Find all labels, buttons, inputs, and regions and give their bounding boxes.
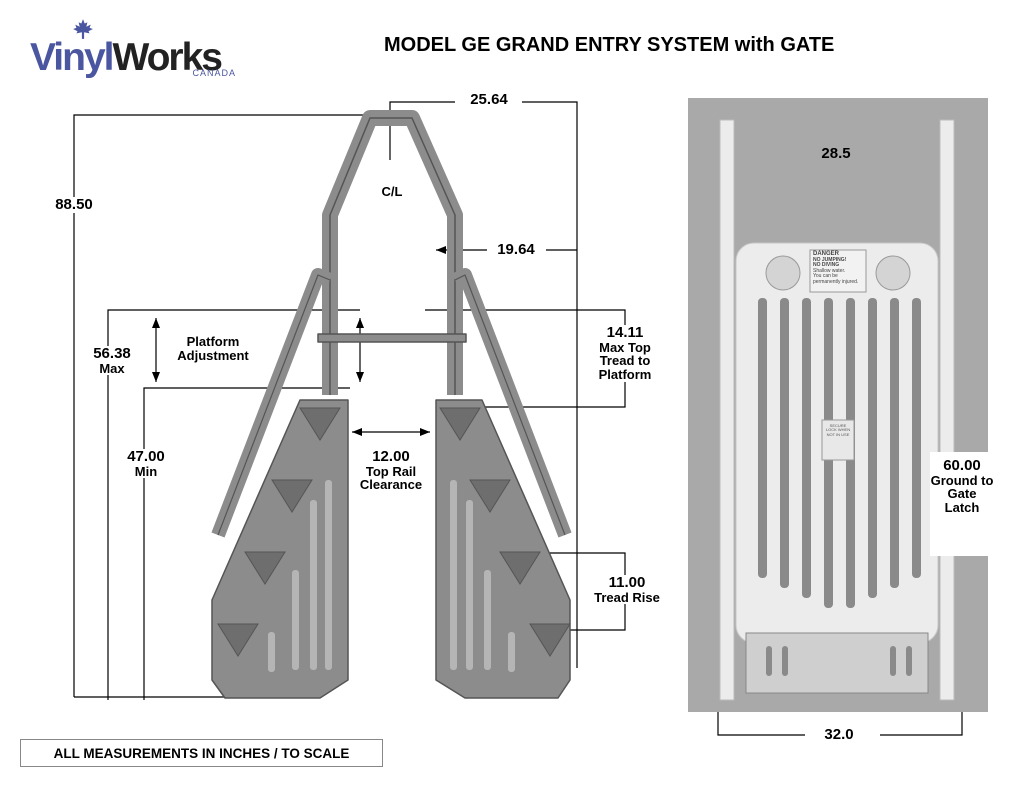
sign-line5: permanently injured. [813,278,859,285]
ladder-treads [217,407,571,657]
dim-gate-latch-label: Ground to Gate Latch [930,472,994,516]
gate-illustration [719,119,955,701]
page-title: MODEL GE GRAND ENTRY SYSTEM with GATE [384,34,835,56]
panel-slots [268,480,515,672]
dim-min-height: 47.00 Min [118,448,174,479]
dimension-arrowheads [152,246,446,436]
dim-max-top-value: 14.11 [606,324,644,341]
dim-overall-height: 88.50 [44,197,104,213]
sign-heading: DANGER [813,251,840,257]
dim-max-height-label: Max [99,360,125,376]
vinylworks-logo: VinylWorks CANADA [28,18,242,80]
maple-leaf-icon [73,19,93,39]
dim-base-width: 32.0 [808,727,870,743]
measurement-note: ALL MEASUREMENTS IN INCHES / TO SCALE [20,739,383,767]
dim-clearance-label: Top Rail Clearance [359,463,423,493]
dim-offset: 19.64 [488,242,544,258]
dim-gate-width: 28.5 [808,146,864,162]
dim-tread-rise: 11.00 Tread Rise [588,574,666,605]
ladder-frame [211,110,572,699]
dim-tread-rise-value: 11.00 [608,574,646,591]
sign-line3: Shallow water. [813,267,846,274]
dim-gate-latch-value: 60.00 [943,457,981,474]
logo-wordmark: VinylWorks [30,36,223,80]
dim-clearance-value: 12.00 [372,448,410,465]
dim-max-height: 56.38 Max [86,345,138,376]
dim-centerline: C/L [372,185,412,199]
gate-photo: DANGER NO JUMPING! NO DIVING Shallow wat… [688,98,988,712]
dim-gate-latch: 60.00 Ground to Gate Latch [930,452,994,556]
gate-sign: DANGER NO JUMPING! NO DIVING Shallow wat… [810,251,866,285]
dim-max-top: 14.11 Max Top Tread to Platform [588,325,662,382]
sign-line1: NO JUMPING! [813,256,847,263]
dim-min-height-value: 47.00 [127,448,165,465]
logo-works: Works [112,36,223,79]
latch-note: SECURE LOCK WHEN NOT IN USE [825,423,851,437]
dim-min-height-label: Min [134,463,158,479]
dim-clearance: 12.00 Top Rail Clearance [352,449,430,492]
logo-vinyl: Vinyl [30,36,114,79]
sign-line4: You can be [813,273,838,280]
dim-max-top-label: Max Top Tread to Platform [598,339,652,383]
sign-line2: NO DIVING [813,262,840,269]
dim-platform-adjustment: Platform Adjustment [170,335,256,363]
logo-country: CANADA [192,68,236,78]
dim-max-height-value: 56.38 [93,345,131,362]
dim-top-width: 25.64 [458,92,520,108]
dim-tread-rise-label: Tread Rise [594,589,660,605]
